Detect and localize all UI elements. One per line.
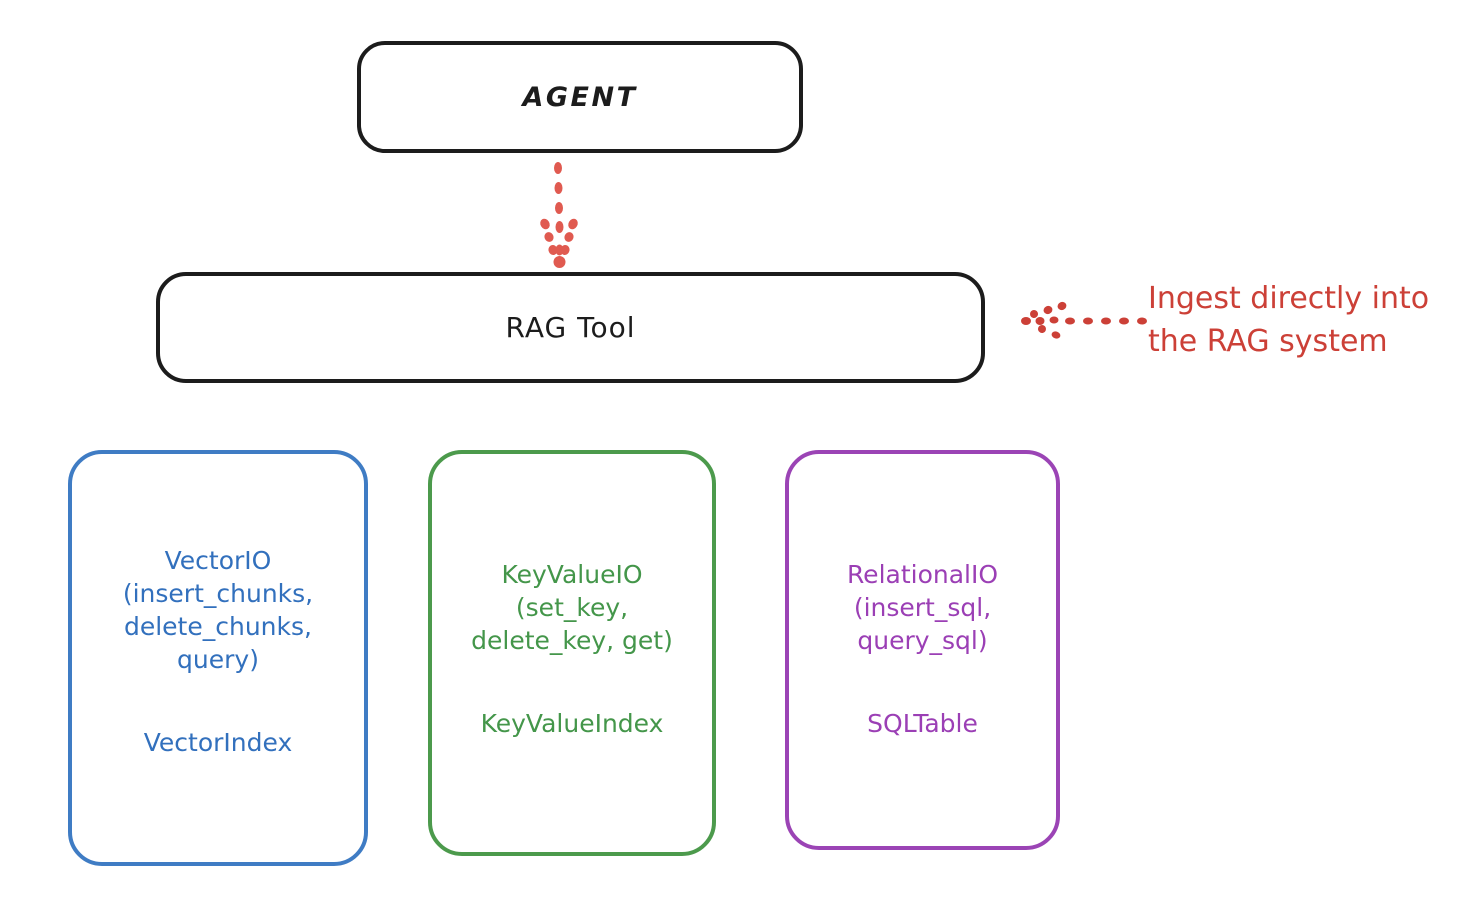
provider-node-keyvalueio[interactable]: KeyValueIO (set_key, delete_key, get) Ke… — [428, 450, 716, 856]
provider-node-relationalio[interactable]: RelationalIO (insert_sql, query_sql) SQL… — [785, 450, 1060, 850]
provider-api-label: RelationalIO (insert_sql, query_sql) — [846, 560, 999, 655]
dotted-arrow-left-icon — [1018, 296, 1148, 344]
ingest-annotation-label: Ingest directly into the RAG system — [1148, 281, 1430, 359]
provider-index-label: KeyValueIndex — [480, 709, 664, 738]
rag-tool-node-label: RAG Tool — [505, 311, 636, 344]
provider-index-label: SQLTable — [867, 709, 978, 738]
provider-node-vectorio[interactable]: VectorIO (insert_chunks, delete_chunks, … — [68, 450, 368, 866]
provider-index-label: VectorIndex — [143, 728, 293, 757]
agent-node[interactable]: AGENT — [357, 41, 803, 153]
provider-api-label: KeyValueIO (set_key, delete_key, get) — [471, 560, 673, 655]
dotted-arrow-down-icon — [520, 160, 600, 270]
provider-api-label: VectorIO (insert_chunks, delete_chunks, … — [122, 546, 314, 674]
agent-node-label: AGENT — [522, 81, 638, 113]
rag-tool-node[interactable]: RAG Tool — [156, 272, 985, 383]
